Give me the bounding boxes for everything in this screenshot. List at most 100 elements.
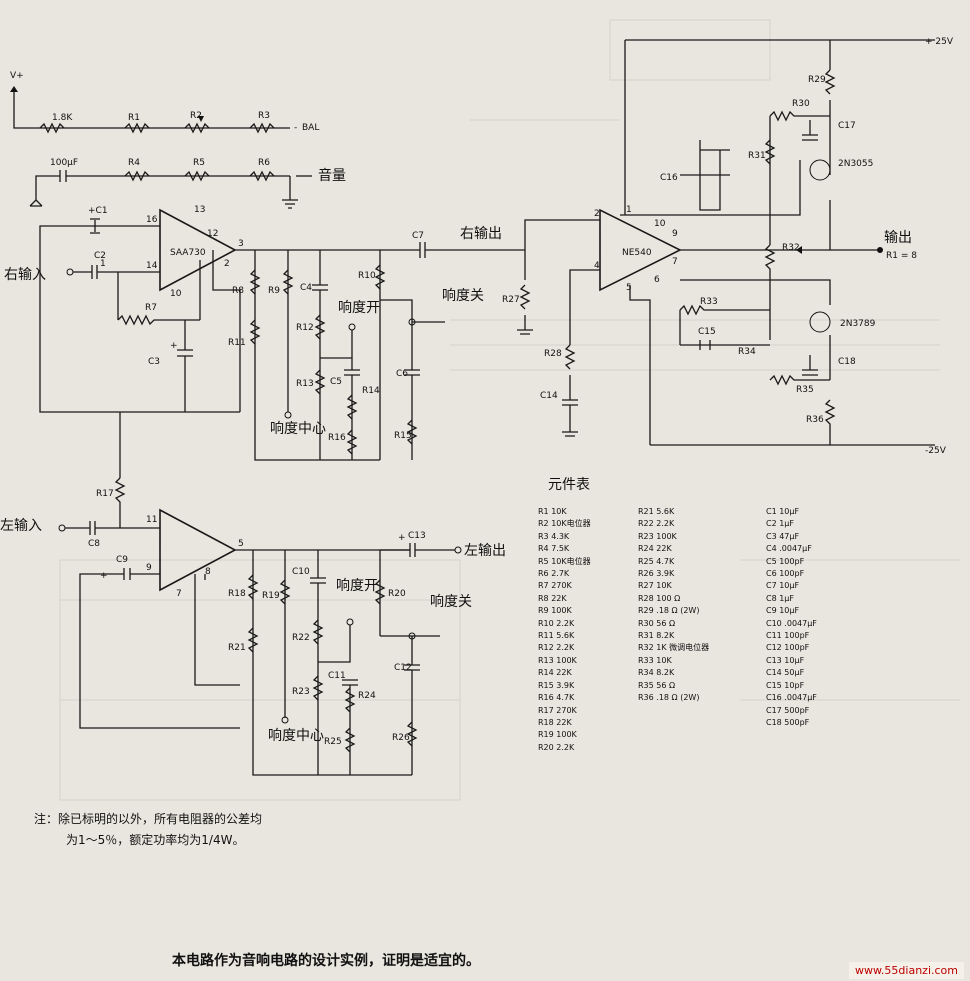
svg-text:R6: R6 — [258, 158, 270, 168]
svg-text:3: 3 — [238, 239, 244, 249]
bom-row: C5 100pF — [766, 556, 805, 566]
svg-text:C12: C12 — [394, 663, 412, 673]
svg-text:R18: R18 — [228, 589, 246, 599]
bom-row: R23 100K — [638, 531, 677, 541]
svg-text:1.8K: 1.8K — [52, 113, 73, 123]
svg-text:R24: R24 — [358, 691, 376, 701]
ic3-ne540: NE540 2 4 5 10 9 7 6 1 — [594, 205, 682, 293]
svg-text:12: 12 — [207, 229, 218, 239]
svg-text:V+: V+ — [10, 71, 24, 81]
svg-text:13: 13 — [194, 205, 205, 215]
bom-row: R19 100K — [538, 730, 577, 740]
svg-text:R34: R34 — [738, 347, 756, 357]
svg-text:2N3789: 2N3789 — [840, 319, 876, 329]
bom-row: C10 .0047μF — [766, 618, 817, 628]
svg-text:-25V: -25V — [925, 446, 947, 456]
svg-text:R36: R36 — [806, 415, 824, 425]
bom-title: 元件表 — [548, 477, 590, 493]
svg-text:左输出: 左输出 — [464, 543, 506, 559]
svg-text:1: 1 — [626, 205, 632, 215]
svg-text:R20: R20 — [388, 589, 406, 599]
svg-text:R28: R28 — [544, 349, 562, 359]
svg-text:R3: R3 — [258, 111, 270, 121]
bom-row: R10 2.2K — [538, 618, 575, 628]
right-input: 右输入 C2 1 — [4, 251, 160, 283]
svg-text:11: 11 — [146, 515, 157, 525]
bom-row: C11 100pF — [766, 631, 810, 641]
svg-text:R12: R12 — [296, 323, 314, 333]
bom-column-capacitors: C1 10μF C2 1μF C3 47μF C4 .0047μF C5 100… — [766, 506, 817, 729]
svg-text:16: 16 — [146, 215, 158, 225]
caption: 本电路作为音响电路的设计实例，证明是适宜的。 — [172, 953, 480, 969]
left-bias: R17 — [96, 412, 126, 528]
svg-text:BAL: BAL — [302, 123, 319, 133]
svg-text:右输出: 右输出 — [460, 226, 502, 242]
bom-row: R26 3.9K — [638, 569, 675, 579]
svg-text:R10: R10 — [358, 271, 376, 281]
tolerance-note: 注：除已标明的以外，所有电阻器的公差均 为1～5％，额定功率均为1/4W。 — [34, 810, 262, 848]
svg-text:右输入: 右输入 — [4, 267, 46, 283]
svg-text:C13: C13 — [408, 531, 426, 541]
svg-text:C5: C5 — [330, 377, 342, 387]
svg-text:R9: R9 — [268, 286, 280, 296]
bom-row: R32 1K 微调电位器 — [638, 643, 710, 653]
bom-row: C16 .0047μF — [766, 693, 817, 703]
bom-row: C17 500pF — [766, 705, 810, 715]
svg-text:R14: R14 — [362, 386, 380, 396]
svg-text:C7: C7 — [412, 231, 424, 241]
bom-row: R35 56 Ω — [638, 680, 676, 690]
left-feedback: + C9 — [79, 555, 240, 729]
bom-row: R22 2.2K — [638, 519, 675, 529]
bom-row: R17 270K — [538, 705, 577, 715]
svg-text:R19: R19 — [262, 591, 280, 601]
bom-row: C18 500pF — [766, 717, 810, 727]
bom-column-resistors-2: R21 5.6K R22 2.2K R23 100K R24 22K R25 4… — [638, 506, 709, 705]
bom-row: C6 100pF — [766, 569, 805, 579]
svg-text:R2: R2 — [190, 111, 202, 121]
note-line-1: 注：除已标明的以外，所有电阻器的公差均 — [34, 812, 263, 826]
svg-text:R22: R22 — [292, 633, 310, 643]
bom-row: R14 22K — [538, 668, 572, 678]
svg-text:NE540: NE540 — [622, 248, 652, 258]
svg-text:8: 8 — [205, 567, 211, 577]
bom-row: R25 4.7K — [638, 556, 675, 566]
svg-text:响度中心: 响度中心 — [270, 421, 326, 437]
supply-rails: + 25V -25V C16 — [620, 37, 954, 456]
bom-row: C15 10pF — [766, 680, 805, 690]
bom-row: R27 10K — [638, 581, 672, 591]
balance-network: 1.8K R1 R2 R3 BAL - — [39, 111, 319, 134]
svg-text:R17: R17 — [96, 489, 114, 499]
bom-row: C7 10μF — [766, 581, 800, 591]
svg-text:C15: C15 — [698, 327, 716, 337]
svg-text:R1: R1 — [128, 113, 140, 123]
bom-row: R31 8.2K — [638, 631, 675, 641]
svg-text:+: + — [398, 533, 406, 543]
svg-text:C11: C11 — [328, 671, 346, 681]
svg-text:C18: C18 — [838, 357, 856, 367]
svg-text:左输入: 左输入 — [0, 518, 42, 534]
bom-row: R21 5.6K — [638, 507, 675, 516]
svg-text:C16: C16 — [660, 173, 678, 183]
svg-text:4: 4 — [594, 261, 600, 271]
svg-text:R33: R33 — [700, 297, 718, 307]
bom-row: C1 10μF — [766, 507, 800, 516]
svg-text:C10: C10 — [292, 567, 310, 577]
bom-row: R9 100K — [538, 606, 572, 616]
svg-text:10: 10 — [654, 219, 666, 229]
svg-text:-: - — [294, 123, 297, 133]
svg-text:5: 5 — [626, 283, 632, 293]
bom-row: C4 .0047μF — [766, 544, 812, 554]
svg-text:SAA730: SAA730 — [170, 248, 206, 258]
watermark: www.55dianzi.com — [848, 962, 964, 979]
note-line-2: 为1～5％，额定功率均为1/4W。 — [66, 833, 245, 847]
svg-text:响度关: 响度关 — [442, 288, 484, 304]
bom-row: R30 56 Ω — [638, 618, 676, 628]
svg-text:响度中心: 响度中心 — [268, 728, 324, 744]
svg-text:R1 = 8: R1 = 8 — [886, 251, 917, 261]
svg-text:R4: R4 — [128, 158, 140, 168]
svg-text:R29: R29 — [808, 75, 826, 85]
vplus-supply: V+ — [10, 71, 290, 129]
bom-row: R28 100 Ω — [638, 593, 681, 603]
bom-row: R7 270K — [538, 581, 572, 591]
